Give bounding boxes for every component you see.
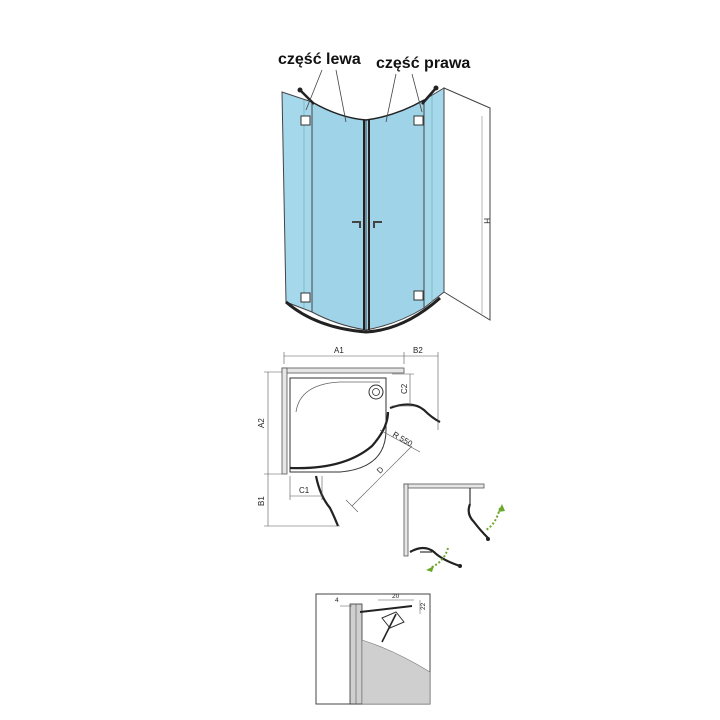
- dim-a1: A1: [334, 346, 344, 355]
- label-right-part: część prawa: [376, 55, 470, 72]
- hinge-bottom-right: [413, 290, 424, 301]
- dim-b1: B1: [257, 496, 266, 506]
- handle-left: [352, 221, 361, 228]
- hinge-bottom-left: [300, 292, 311, 303]
- glass-left-door: [311, 101, 367, 331]
- wall-back: [281, 367, 405, 374]
- dim-b2: B2: [413, 346, 423, 355]
- door-arc: [289, 411, 390, 470]
- dim-c2: C2: [400, 383, 409, 394]
- dim-22: 22: [420, 602, 427, 610]
- dim-a2: A2: [257, 418, 266, 428]
- plan-view: A1 B2 A2 B1 C1 C2 R 550 D: [257, 346, 441, 527]
- handle-right: [373, 221, 382, 228]
- open-door-right: [389, 403, 441, 423]
- glass-right-fixed: [423, 87, 445, 310]
- dim-c1: C1: [299, 486, 310, 495]
- tray-edge: [285, 296, 441, 334]
- opening-diagram: [403, 483, 505, 572]
- side-wall: [443, 87, 491, 321]
- arrow-right-swing: [485, 507, 501, 531]
- wall-side: [281, 367, 288, 475]
- dim-diagonal: D: [375, 465, 386, 476]
- dim-4: 4: [335, 597, 339, 604]
- dim-radius: R 550: [391, 430, 414, 449]
- detail-view: 20 4 22: [315, 593, 431, 705]
- dim-20: 20: [392, 593, 400, 600]
- height-label: H: [482, 218, 491, 224]
- door-open-left: [409, 546, 461, 568]
- enclosure-3d-view: H część lewa część prawa: [278, 51, 491, 334]
- open-door-bottom: [314, 475, 340, 527]
- hinge-top-left: [300, 115, 311, 126]
- label-left-part: część lewa: [278, 51, 361, 68]
- door-open-right: [467, 503, 489, 539]
- hinge-top-right: [413, 115, 424, 126]
- shower-tray: [289, 377, 387, 473]
